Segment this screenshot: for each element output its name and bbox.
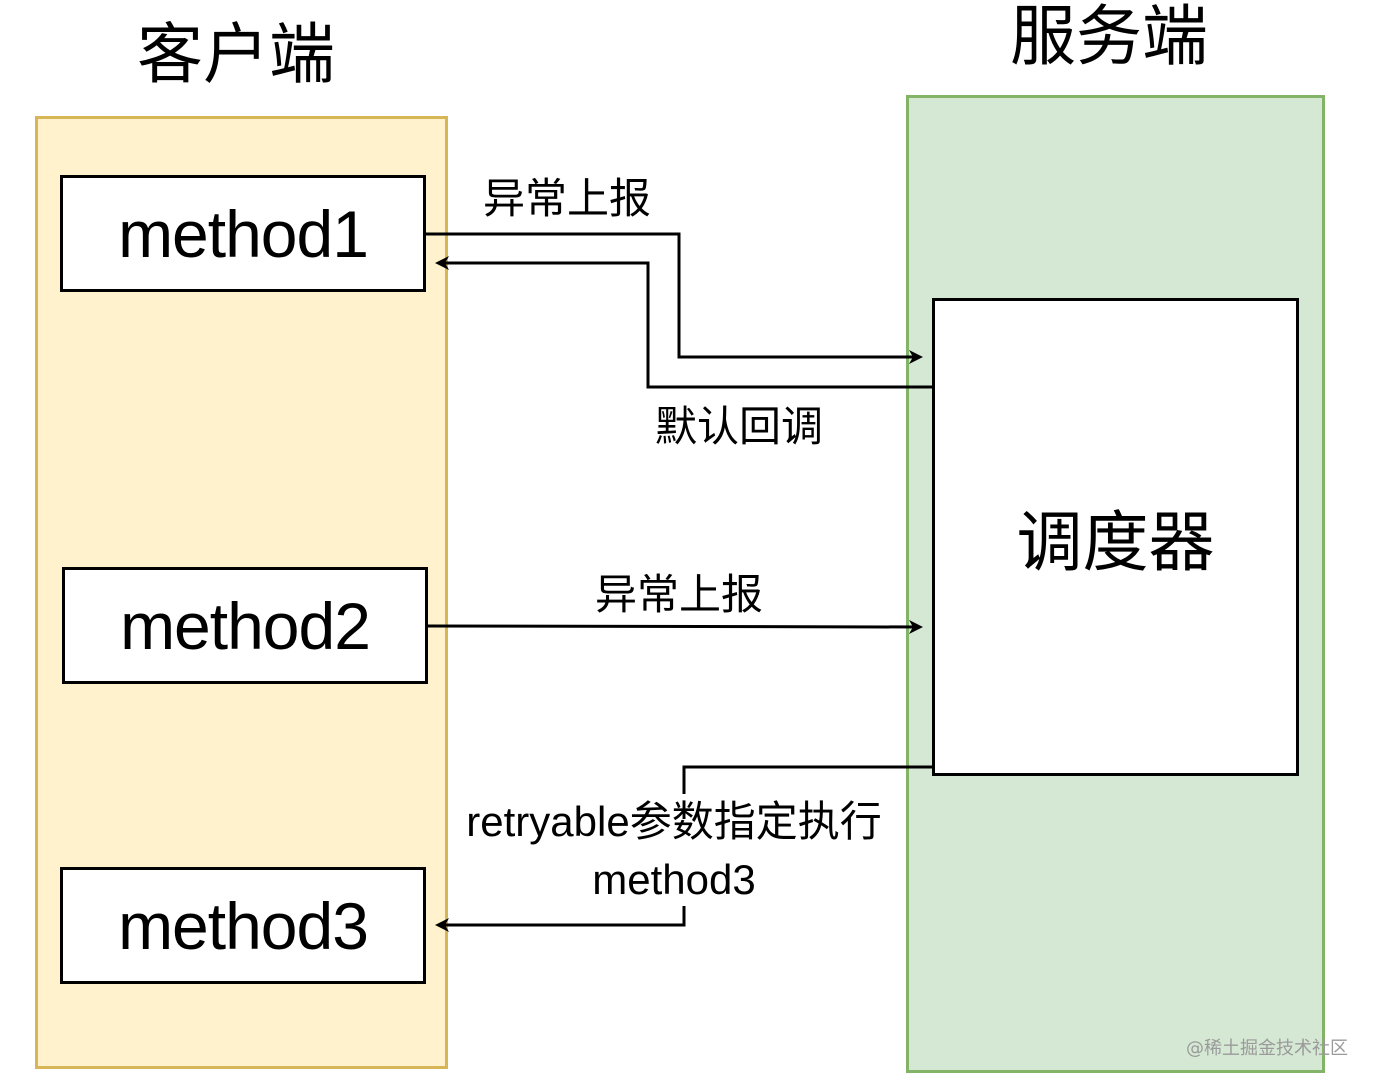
scheduler-box[interactable]: 调度器: [932, 298, 1299, 776]
scheduler-label: 调度器: [1016, 504, 1215, 581]
edge-report2: [427, 619, 923, 634]
client-title: 客户端: [137, 16, 335, 93]
edge-retry-top: [682, 765, 932, 794]
method1-box[interactable]: method1: [60, 175, 426, 292]
edge-callback: [435, 256, 932, 389]
method2-label: method2: [120, 588, 371, 663]
server-title: 服务端: [1010, 0, 1208, 75]
method2-box[interactable]: method2: [62, 567, 428, 684]
edge-label-callback: 默认回调: [655, 402, 824, 451]
method3-box[interactable]: method3: [60, 867, 426, 984]
edge-report1: [426, 232, 923, 364]
watermark: @稀土掘金技术社区: [1186, 1038, 1348, 1059]
method1-label: method1: [118, 196, 369, 271]
edge-retry-bottom: [435, 906, 686, 932]
method3-label: method3: [118, 888, 369, 963]
edge-label-report2: 异常上报: [595, 570, 764, 619]
edge-label-retry: retryable参数指定执行method3: [466, 798, 882, 903]
edge-label-report1: 异常上报: [483, 174, 652, 223]
